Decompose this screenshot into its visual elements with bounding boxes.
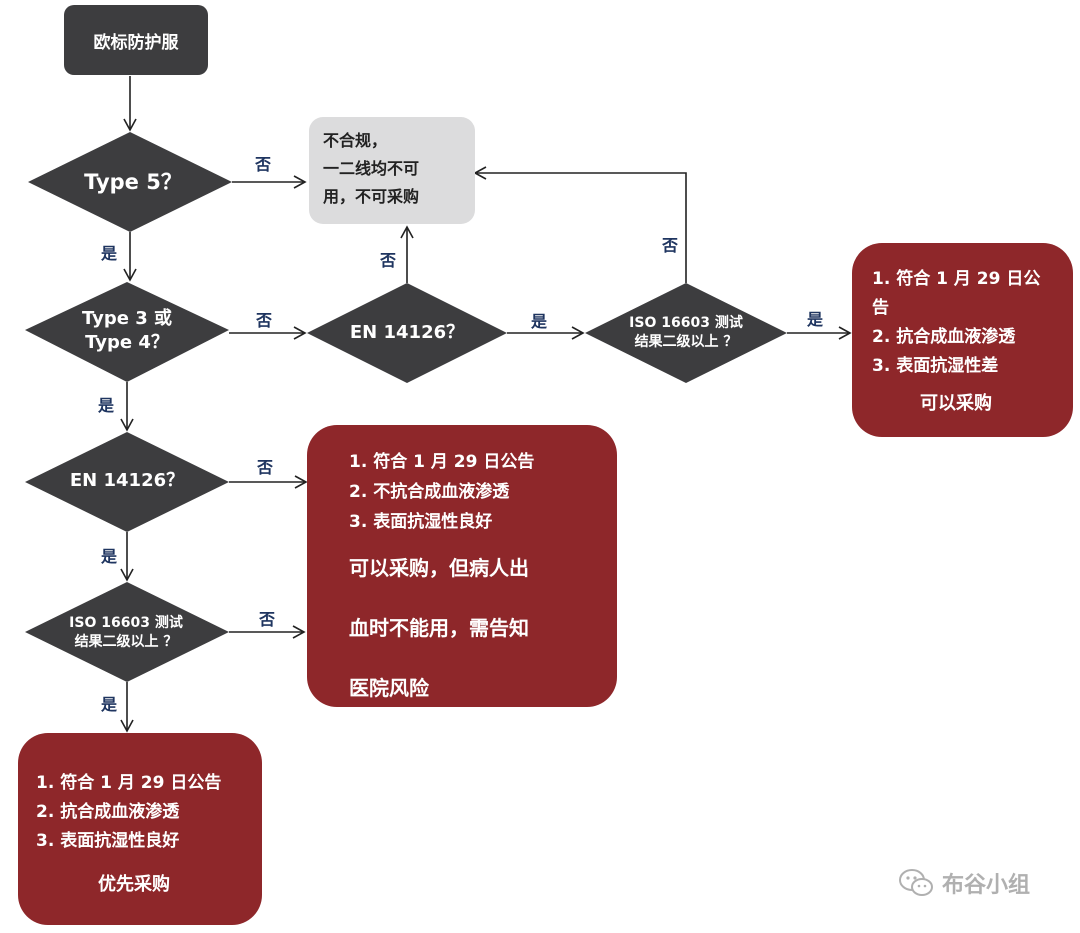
result-bottom-text-3: 3. 表面抗湿性良好 <box>36 831 180 851</box>
decision-en14126-left-text: EN 14126？ <box>69 469 185 491</box>
decision-iso-right-text-1: ISO 16603 测试 <box>629 315 743 332</box>
result-right-conclusion: 可以采购 <box>920 393 992 414</box>
result-middle-text-4: 可以采购，但病人出 <box>349 556 529 580</box>
decision-iso-right <box>585 283 787 383</box>
result-middle-text-6: 医院风险 <box>349 676 429 700</box>
result-middle-text-2: 2. 不抗合成血液渗透 <box>349 482 510 502</box>
edge-label-no: 否 <box>254 155 272 174</box>
edge-label-yes: 是 <box>100 695 118 714</box>
edge-label-no: 否 <box>258 610 276 629</box>
reject-text-1: 不合规， <box>323 131 388 150</box>
decision-en14126-right-label: EN 14126？ <box>337 316 477 350</box>
result-middle-node: 1. 符合 1 月 29 日公告 2. 不抗合成血液渗透 3. 表面抗湿性良好 … <box>307 425 617 707</box>
edge-label-no: 否 <box>379 251 397 270</box>
decision-en14126-left-label: EN 14126？ <box>57 464 197 498</box>
edge-label-yes: 是 <box>530 312 548 331</box>
decision-type5-text: Type 5？ <box>84 169 182 194</box>
result-bottom-node: 1. 符合 1 月 29 日公告 2. 抗合成血液渗透 3. 表面抗湿性良好 优… <box>18 733 262 925</box>
decision-iso-right-label: ISO 16603 测试 结果二级以上 ？ <box>610 306 762 360</box>
result-middle-text-3: 3. 表面抗湿性良好 <box>349 512 493 532</box>
decision-iso-left-text-1: ISO 16603 测试 <box>69 615 183 632</box>
reject-text-2: 一二线均不可 <box>323 159 420 178</box>
result-bottom-text-2: 2. 抗合成血液渗透 <box>36 802 180 822</box>
result-bottom-conclusion: 优先采购 <box>98 874 170 895</box>
result-right-text-3: 2. 抗合成血液渗透 <box>872 327 1016 347</box>
edge-label-no: 否 <box>661 236 679 255</box>
edge-label-yes: 是 <box>97 396 115 415</box>
decision-en14126-right <box>307 283 507 383</box>
result-right-node: 1. 符合 1 月 29 日公 告 2. 抗合成血液渗透 3. 表面抗湿性差 可… <box>852 243 1073 437</box>
result-right-text-4: 3. 表面抗湿性差 <box>872 356 999 376</box>
edge-label-yes: 是 <box>100 547 118 566</box>
result-middle-text-1: 1. 符合 1 月 29 日公告 <box>349 452 535 472</box>
edge-label-yes: 是 <box>806 310 824 329</box>
edge-label-yes: 是 <box>100 244 118 263</box>
decision-iso-left-label: ISO 16603 测试 结果二级以上 ？ <box>50 606 202 660</box>
decision-iso-right-text-2: 结果二级以上 ？ <box>634 334 738 350</box>
watermark-text: 布谷小组 <box>942 873 1031 898</box>
reject-node: 不合规， 一二线均不可 用，不可采购 <box>309 117 475 224</box>
result-right-text-1: 1. 符合 1 月 29 日公 <box>872 269 1041 289</box>
edge-label-no: 否 <box>255 311 273 330</box>
result-bottom-text-1: 1. 符合 1 月 29 日公告 <box>36 773 222 793</box>
result-middle-text-5: 血时不能用，需告知 <box>349 616 529 640</box>
start-node: 欧标防护服 <box>64 5 208 75</box>
result-right-text-2: 告 <box>872 298 889 318</box>
edge-isor-reject <box>473 166 687 283</box>
decision-type34-text-1: Type 3 或 <box>81 307 173 329</box>
decision-type5-label: Type 5？ <box>58 162 208 202</box>
decision-en14126-right-text: EN 14126？ <box>349 321 465 343</box>
decision-iso-left <box>25 582 229 682</box>
decision-type34-text-2: Type 4？ <box>85 332 169 353</box>
wechat-icon <box>899 869 933 896</box>
decision-type34-label: Type 3 或 Type 4？ <box>50 302 204 360</box>
reject-text-3: 用，不可采购 <box>323 187 420 206</box>
edge-label-no: 否 <box>256 458 274 477</box>
decision-en14126-left <box>25 432 229 532</box>
decision-iso-left-text-2: 结果二级以上 ？ <box>74 634 178 650</box>
decision-type5 <box>28 132 232 232</box>
decision-type34 <box>25 282 229 382</box>
watermark: 布谷小组 <box>898 867 1030 899</box>
